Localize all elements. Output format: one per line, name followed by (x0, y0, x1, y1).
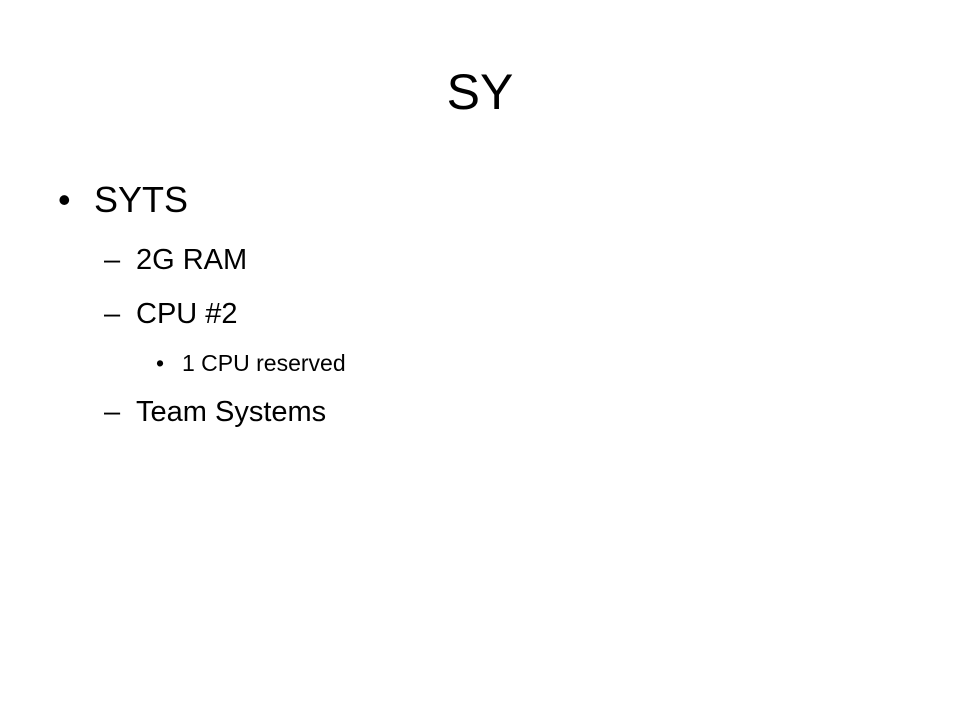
bullet-item-syts: • SYTS (58, 176, 188, 224)
sub-bullet-text: Team Systems (136, 396, 327, 428)
sub-bullet-text: CPU #2 (136, 298, 238, 330)
sub-sub-bullet-item-cpu-reserved: • 1 CPU reserved (156, 347, 346, 379)
sub-bullet-item-cpu: –CPU #2 (104, 294, 238, 334)
slide-title: SY (446, 64, 514, 120)
sub-sub-bullet-text: 1 CPU reserved (182, 350, 346, 376)
dash-marker: – (104, 396, 121, 428)
bullet-marker: • (156, 350, 165, 376)
bullet-text: SYTS (94, 179, 189, 220)
sub-bullet-item-2g-ram: –2G RAM (104, 240, 247, 280)
bullet-marker: • (58, 179, 71, 220)
dash-marker: – (104, 298, 121, 330)
sub-bullet-item-team-systems: –Team Systems (104, 392, 326, 432)
sub-bullet-text: 2G RAM (136, 244, 248, 276)
dash-marker: – (104, 244, 121, 276)
